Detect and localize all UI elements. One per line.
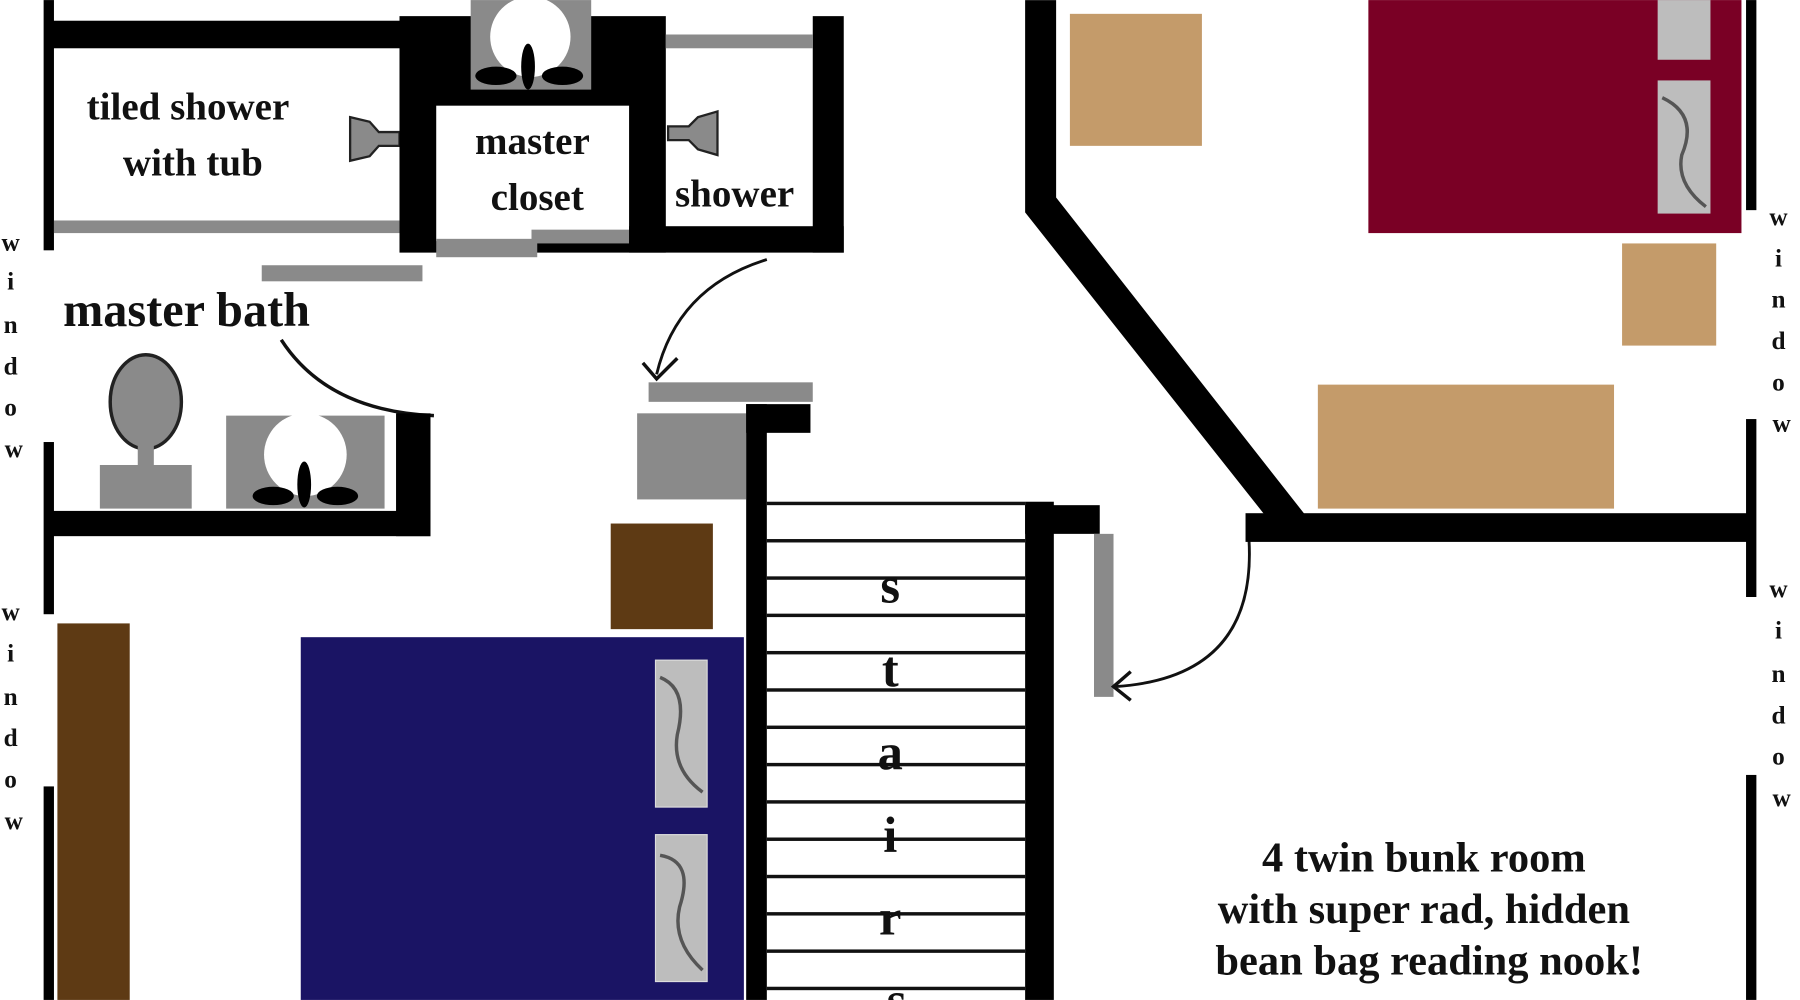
shower-label: shower <box>675 173 794 216</box>
shower: shower <box>629 16 844 253</box>
hall-door <box>637 258 813 500</box>
bunk-door <box>1094 533 1251 702</box>
stair-tread <box>766 837 1026 841</box>
showerhead-icon <box>348 115 401 163</box>
stair-tread <box>766 650 1026 655</box>
master-bath-label: master bath <box>63 284 310 337</box>
master-bed <box>300 637 744 1000</box>
nightstand <box>1622 243 1717 346</box>
door-swing-arc <box>279 338 435 418</box>
stair-tread <box>766 800 1026 804</box>
stair-tread <box>766 949 1026 953</box>
window-label-left-lower: w i n d o w <box>1 598 26 835</box>
stair-tread <box>766 501 1026 506</box>
arrow-icon <box>1110 670 1132 702</box>
toilet-icon <box>99 353 192 509</box>
right-outer-wall <box>1746 0 1757 1000</box>
bunk-room-label: 4 twin bunk room with super rad, hidden … <box>1215 834 1643 984</box>
tiled-shower-label: tiled shower with tub <box>87 85 299 184</box>
pillow <box>654 659 708 808</box>
right-bedroom <box>1025 0 1751 542</box>
window-label-right-upper: w i n d o w <box>1769 203 1794 438</box>
tiled-shower: tiled shower with tub <box>45 20 471 234</box>
window-label-right-lower: w i n d o w <box>1769 575 1794 812</box>
stair-tread <box>766 912 1026 916</box>
stairs: s t a i r s <box>746 404 1100 1000</box>
showerhead-icon <box>666 109 719 157</box>
bench <box>1317 384 1615 509</box>
sink-icon <box>226 413 385 509</box>
window-label-left-upper: w i n d o w <box>1 228 26 463</box>
arrow-icon <box>641 357 679 382</box>
master-bath: master bath <box>45 265 435 537</box>
pillow <box>654 834 708 983</box>
stair-tread <box>766 725 1026 730</box>
maroon-bed <box>1368 0 1742 234</box>
pillow <box>1657 0 1711 60</box>
stair-tread <box>766 688 1026 692</box>
stairs-label: s t a i r s <box>878 558 916 1000</box>
stair-tread <box>766 539 1026 543</box>
stair-tread <box>766 576 1026 580</box>
stair-tread <box>766 613 1026 618</box>
stair-tread <box>766 762 1026 767</box>
top-sink <box>470 0 592 90</box>
dresser <box>57 623 130 1000</box>
dresser <box>1069 13 1202 146</box>
stair-tread <box>766 986 1026 991</box>
nightstand <box>610 523 713 630</box>
stair-tread <box>766 874 1026 879</box>
master-closet-label: master closet <box>475 120 600 219</box>
left-outer-wall <box>43 0 54 1000</box>
master-closet: master closet <box>399 16 666 258</box>
